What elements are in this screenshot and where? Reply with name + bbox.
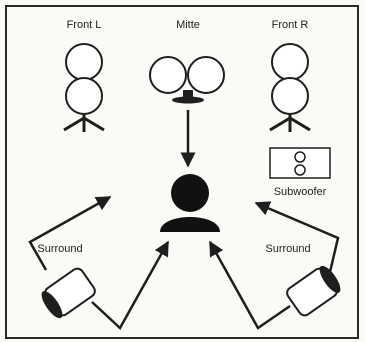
subwoofer-label: Subwoofer	[274, 186, 327, 198]
surround-left-wall-arrow	[28, 195, 112, 271]
subwoofer-icon	[269, 147, 331, 179]
surround-left-listener-arrow	[91, 240, 170, 330]
center-speaker-icon	[149, 56, 225, 104]
surround-right-speaker-icon	[286, 265, 341, 317]
surround-left-label: Surround	[37, 243, 82, 255]
front-right-speaker-icon	[269, 43, 311, 132]
surround-right-listener-arrow	[208, 240, 291, 330]
diagram-frame	[5, 5, 359, 339]
center-label: Mitte	[176, 19, 200, 31]
listener-icon	[160, 174, 220, 232]
surround-right-label: Surround	[265, 243, 310, 255]
front-left-label: Front L	[67, 19, 102, 31]
front-left-speaker-icon	[63, 43, 105, 132]
surround-right-wall-arrow	[254, 201, 340, 273]
surround-left-speaker-icon	[41, 267, 96, 319]
front-right-label: Front R	[272, 19, 309, 31]
